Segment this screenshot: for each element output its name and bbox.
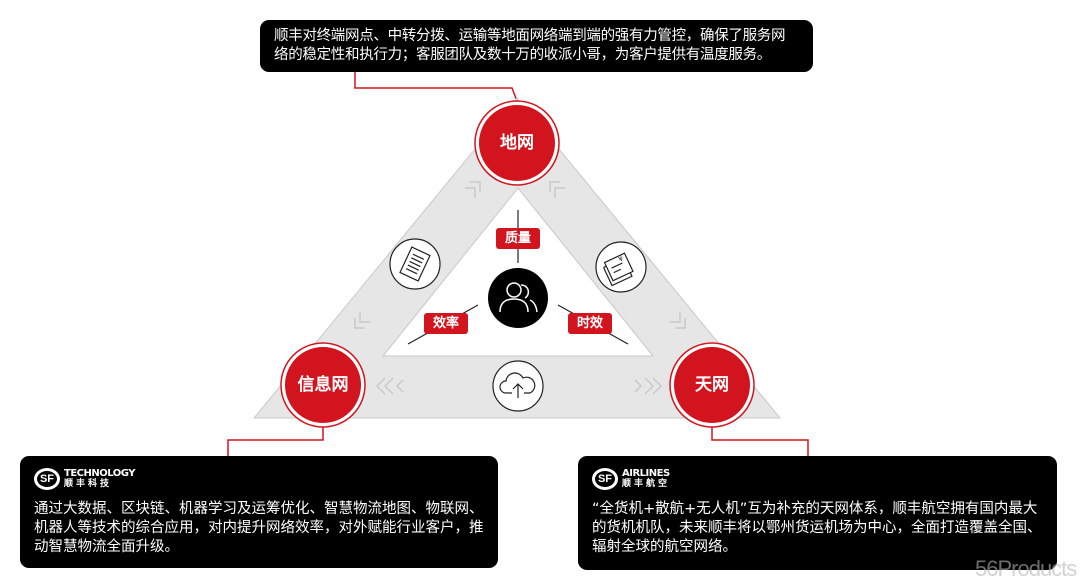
cloud-upload-icon	[492, 360, 544, 412]
node-info-network: 信息网	[280, 342, 366, 428]
svg-text:质量: 质量	[505, 230, 531, 246]
invoice-icon: ¥	[595, 241, 647, 293]
logo-en: AIRLINES	[622, 468, 670, 479]
airlines-text: “全货机+散航+无人机”互为补充的天网体系，顺丰航空拥有国内最大的货机机队，未来…	[592, 501, 1042, 555]
svg-text:信息网: 信息网	[298, 374, 349, 395]
technology-text: 通过大数据、区块链、机器学习及运筹优化、智慧物流地图、物联网、机器人等技术的综合…	[34, 501, 484, 555]
technology-description: SF TECHNOLOGY 顺丰科技 通过大数据、区块链、机器学习及运筹优化、智…	[20, 456, 498, 568]
airlines-description: SF AIRLINES 顺丰航空 “全货机+散航+无人机”互为补充的天网体系，顺…	[578, 456, 1057, 570]
logo-cn: 顺丰科技	[64, 479, 113, 489]
connector-left	[227, 427, 324, 456]
tag-efficiency: 效率	[424, 313, 468, 334]
flow-chevrons	[354, 181, 686, 395]
sf-airlines-logo: SF AIRLINES 顺丰航空	[592, 468, 1043, 490]
watermark: 56Products	[975, 556, 1077, 581]
tag-quality: 质量	[496, 228, 540, 249]
ground-network-description: 顺丰对终端网点、中转分拨、运输等地面网络端到端的强有力管控，确保了服务网络的稳定…	[260, 20, 813, 72]
logo-cn: 顺丰航空	[622, 479, 671, 489]
logo-en: TECHNOLOGY	[64, 468, 135, 479]
node-ground-network: 地网	[474, 100, 560, 186]
ground-network-text: 顺丰对终端网点、中转分拨、运输等地面网络端到端的强有力管控，确保了服务网络的稳定…	[274, 28, 786, 63]
node-sky-network: 天网	[669, 342, 755, 428]
sf-logo-mark: SF	[34, 468, 60, 490]
svg-text:效率: 效率	[433, 315, 459, 331]
connector-top	[354, 72, 518, 102]
connector-right	[711, 427, 809, 456]
svg-text:时效: 时效	[577, 315, 604, 331]
svg-text:¥: ¥	[617, 254, 625, 263]
document-icon	[389, 238, 441, 290]
people-icon	[488, 268, 548, 328]
sf-technology-logo: SF TECHNOLOGY 顺丰科技	[34, 468, 484, 490]
sf-logo-mark: SF	[592, 468, 618, 490]
svg-text:天网: 天网	[695, 375, 729, 395]
svg-text:地网: 地网	[500, 132, 534, 153]
tag-timeliness: 时效	[568, 313, 612, 334]
